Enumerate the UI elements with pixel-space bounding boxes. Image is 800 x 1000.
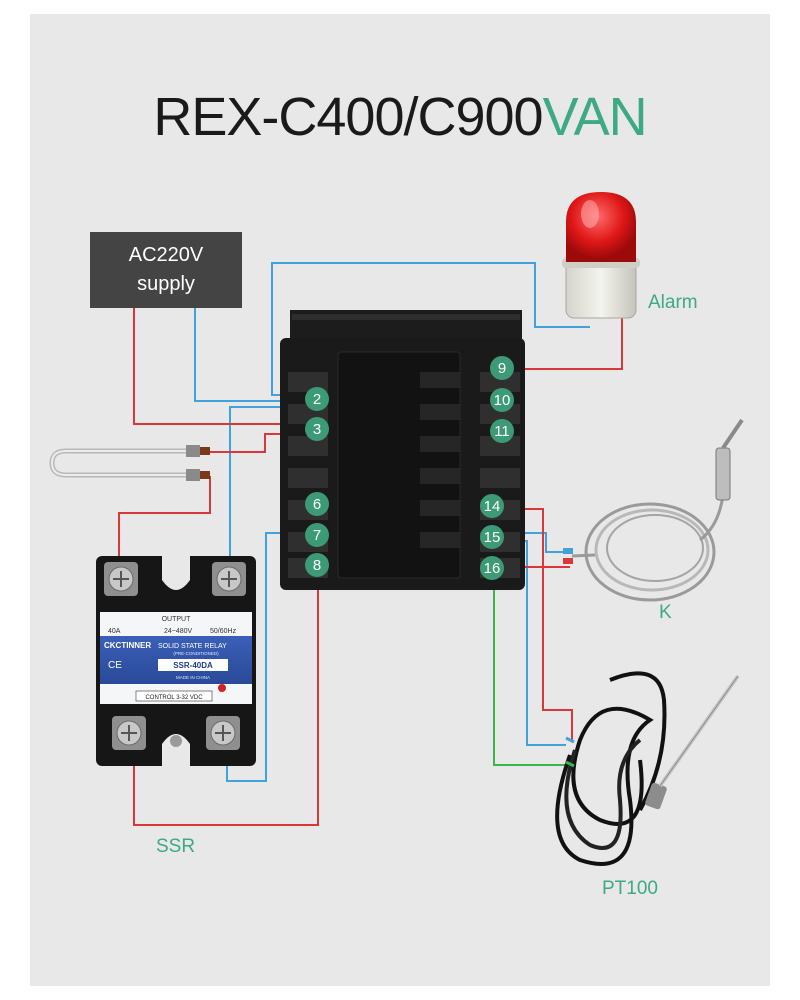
ssr-current-text: 40A <box>108 628 121 635</box>
ssr-subtype-text: (PRE-CONDITIONED) <box>173 651 219 656</box>
svg-text:9: 9 <box>498 360 506 377</box>
ssr-voltage-text: 24~480V <box>164 628 193 635</box>
solid-state-relay: OUTPUT 40A 24~480V 50/60Hz CKCTINNER SOL… <box>96 556 256 766</box>
svg-text:7: 7 <box>313 527 321 544</box>
ssr-label-text: SSR <box>156 836 196 857</box>
alarm-lamp <box>562 192 640 319</box>
wire-supply-to-3 <box>133 308 312 425</box>
svg-text:10: 10 <box>494 392 511 409</box>
terminal-16: 16 <box>480 556 504 580</box>
svg-text:2: 2 <box>313 391 321 408</box>
ssr-screw-3 <box>206 716 240 750</box>
terminal-10: 10 <box>490 388 514 412</box>
ssr-output-text: OUTPUT <box>162 616 192 623</box>
power-supply-box: AC220V supply <box>90 232 242 308</box>
wire-14-to-pt100 <box>500 508 573 740</box>
svg-text:6: 6 <box>313 496 321 513</box>
ssr-model-text: SSR-40DA <box>173 661 213 670</box>
wire-supply-to-2 <box>194 308 312 402</box>
wire-heater-to-ssr <box>118 476 211 578</box>
ssr-screw-4 <box>112 716 146 750</box>
alarm-label: Alarm <box>648 292 698 313</box>
ssr-type-text: SOLID STATE RELAY <box>158 643 227 650</box>
wire-alarm-to-9 <box>500 318 623 370</box>
terminal-6: 6 <box>305 492 329 516</box>
wire-ssr-to-8 <box>133 570 319 826</box>
terminal-11: 11 <box>490 419 514 443</box>
ssr-screw-1 <box>104 562 138 596</box>
k-label: K <box>659 602 672 623</box>
alarm-lamp-dome <box>566 192 636 262</box>
ssr-freq-text: 50/60Hz <box>210 628 237 635</box>
terminal-3: 3 <box>305 417 329 441</box>
supply-label: supply <box>137 273 195 295</box>
heater-element <box>49 445 210 481</box>
ssr-made-text: MADE IN CHINA <box>176 675 210 680</box>
terminal-2: 2 <box>305 387 329 411</box>
terminal-7: 7 <box>305 523 329 547</box>
terminal-15: 15 <box>480 525 504 549</box>
ssr-brand-text: CKCTINNER <box>104 641 151 650</box>
supply-voltage-label: AC220V <box>128 244 204 266</box>
terminal-labels: 2 3 6 7 8 9 10 11 14 15 16 <box>305 356 514 580</box>
wire-alarm-to-2 <box>271 262 590 396</box>
terminal-9: 9 <box>490 356 514 380</box>
alarm-lamp-base <box>565 261 637 319</box>
thermocouple-k <box>563 418 744 602</box>
ssr-control-text: CONTROL 3-32 VDC <box>145 695 203 701</box>
svg-text:3: 3 <box>313 421 321 438</box>
terminal-14: 14 <box>480 494 504 518</box>
pt100-probe <box>555 671 740 866</box>
svg-text:14: 14 <box>484 498 501 515</box>
title-main: REX-C400/C900 <box>153 87 543 147</box>
wire-16-to-pt100 <box>493 575 566 766</box>
page-title: REX-C400/C900VAN <box>0 86 800 148</box>
svg-text:8: 8 <box>313 557 321 574</box>
svg-text:16: 16 <box>484 560 501 577</box>
pt100-label: PT100 <box>602 878 658 899</box>
svg-text:11: 11 <box>494 423 510 440</box>
title-accent: VAN <box>542 87 648 147</box>
ssr-screw-2 <box>212 562 246 596</box>
ssr-ce-mark: CE <box>108 660 122 671</box>
svg-text:15: 15 <box>484 529 501 546</box>
terminal-8: 8 <box>305 553 329 577</box>
